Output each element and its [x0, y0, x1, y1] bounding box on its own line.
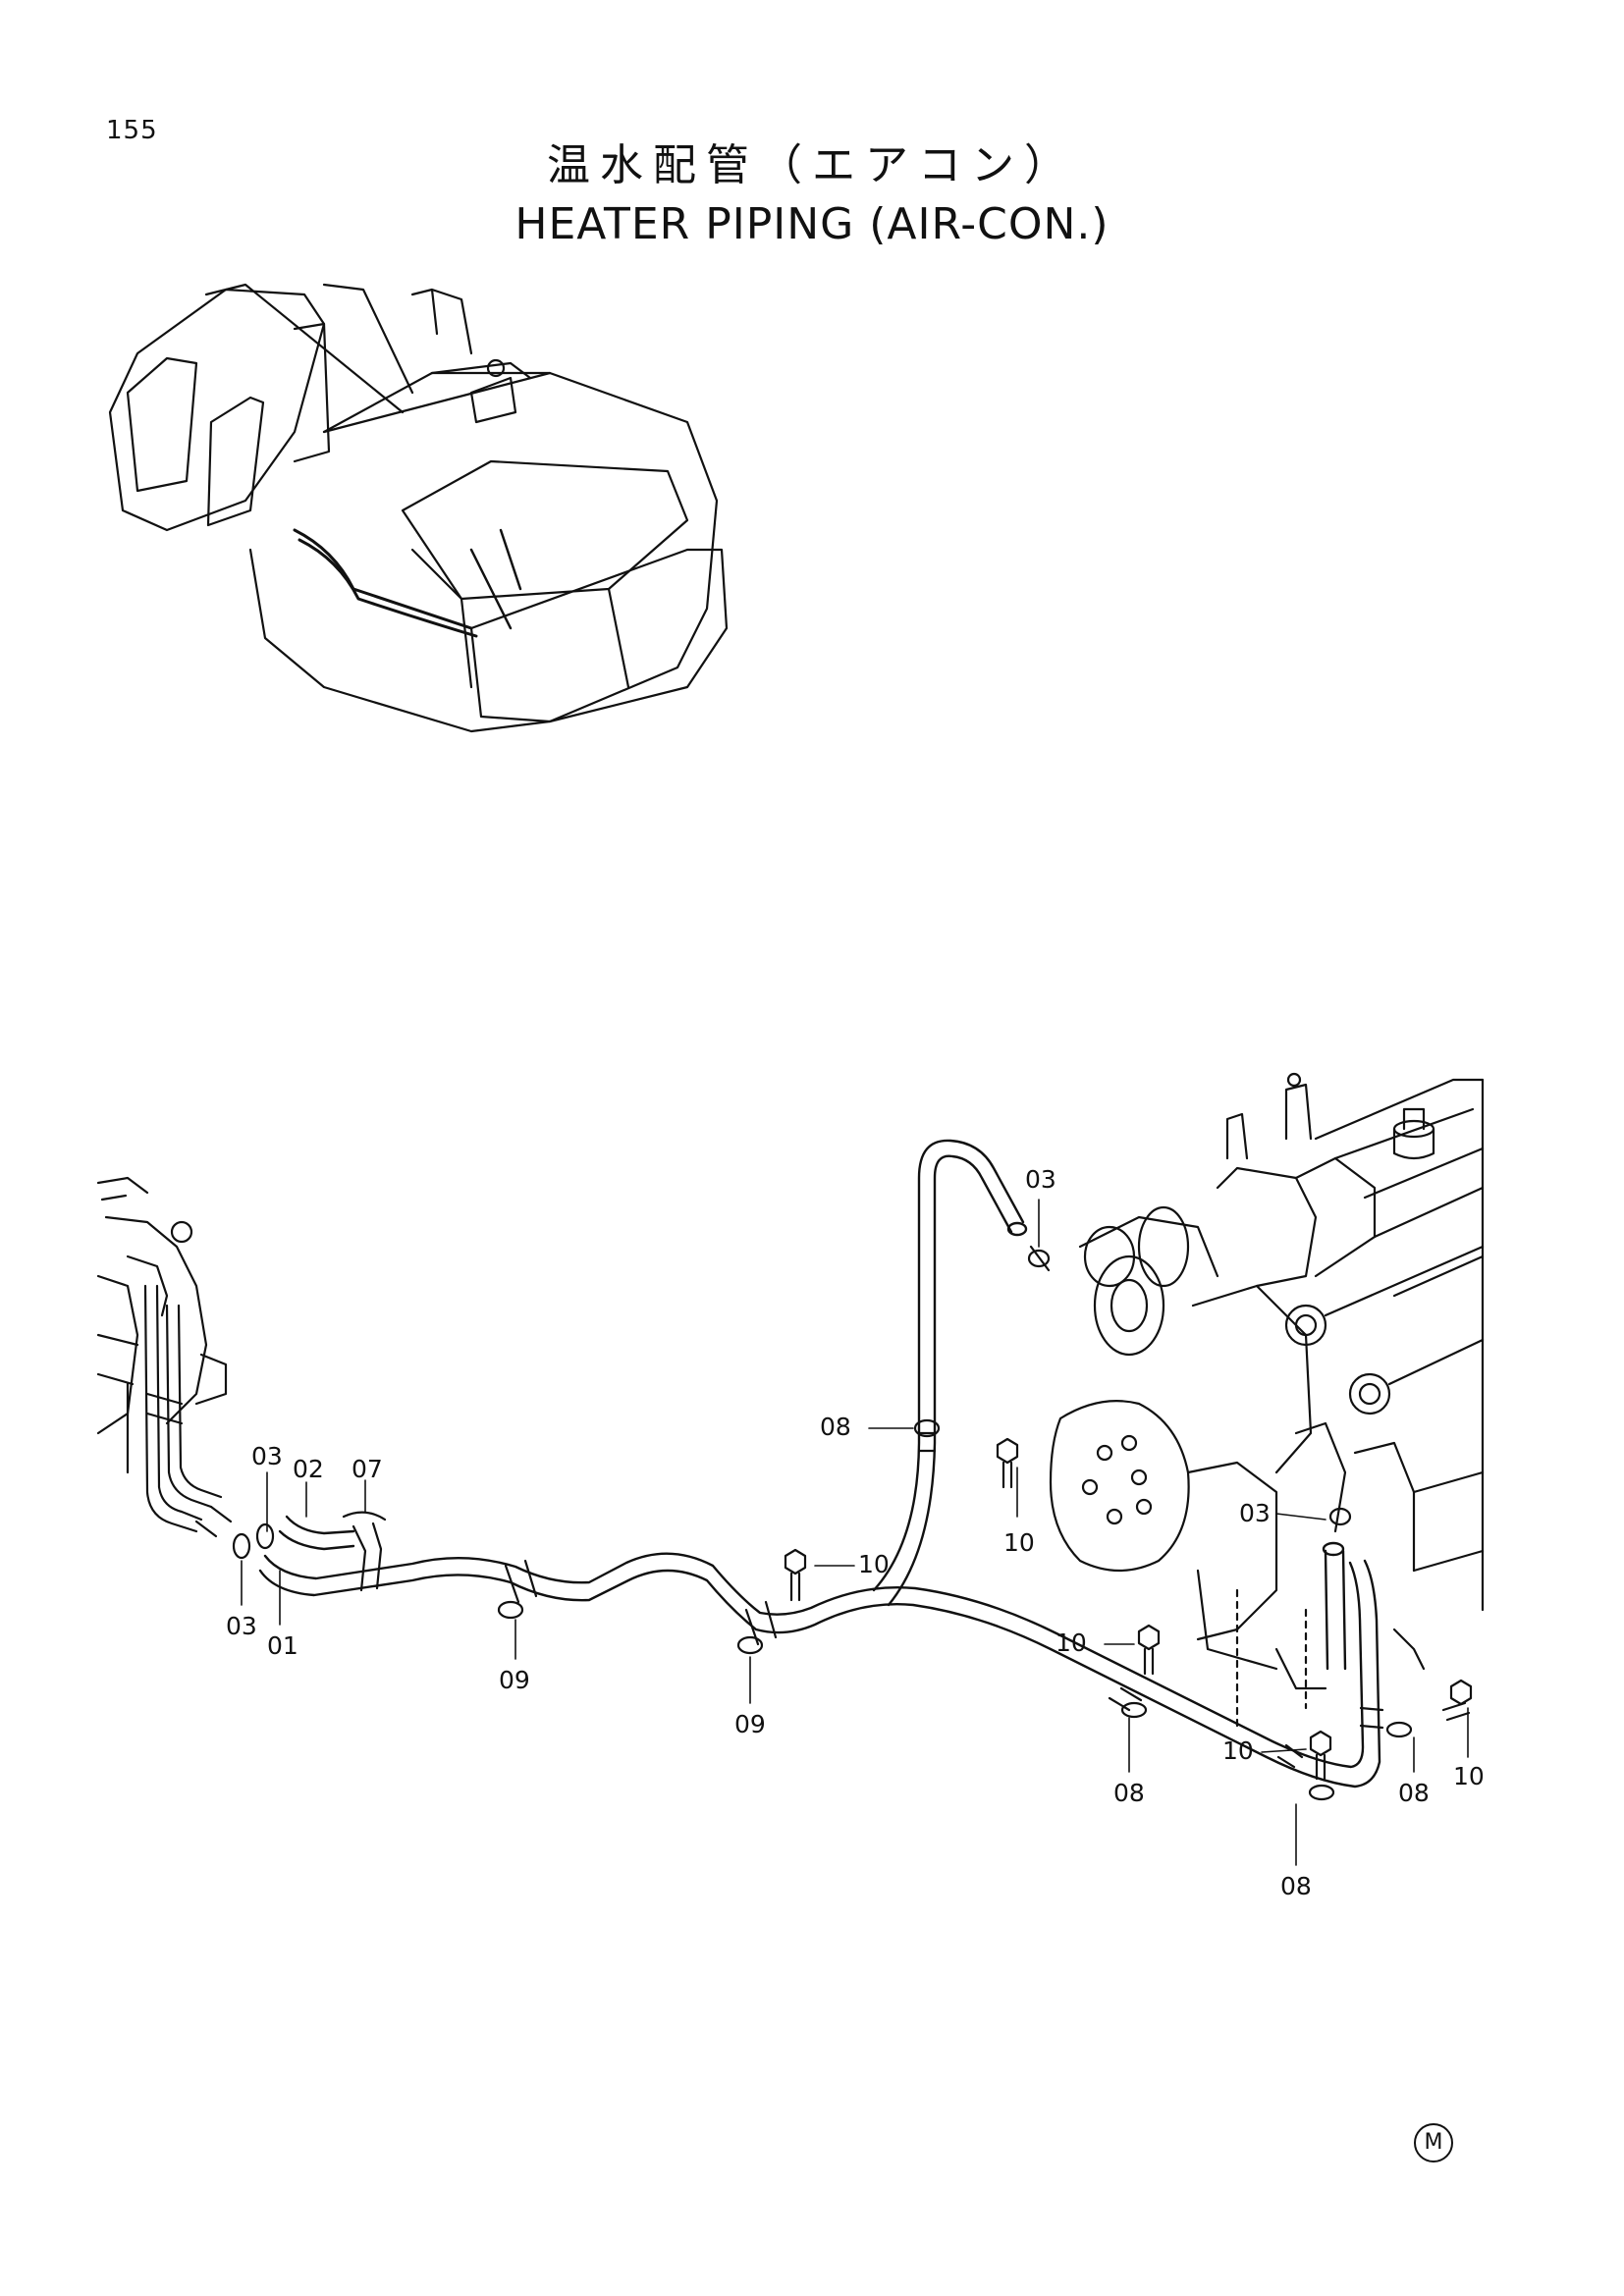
title-japanese: 温水配管（エアコン）: [547, 140, 1077, 190]
callout-leaders: [241, 1199, 1469, 1866]
callout-10: 10: [1003, 1528, 1035, 1557]
callout-01: 01: [267, 1631, 298, 1660]
page-number: 155: [106, 116, 158, 145]
callout-03: 03: [1239, 1499, 1271, 1527]
callout-08: 08: [1113, 1779, 1145, 1807]
manufacturer-mark: M: [1414, 2123, 1453, 2163]
page-title: 温水配管（エアコン） HEATER PIPING (AIR-CON.): [0, 137, 1624, 255]
callout-labels: 03 02 07 03 01 09 09 03 08 10 10 10 08 1…: [226, 1165, 1485, 1900]
flange-bolts: [784, 1437, 1473, 1781]
callout-08: 08: [1280, 1872, 1312, 1900]
callout-09: 09: [734, 1710, 766, 1738]
callout-10: 10: [1453, 1762, 1485, 1790]
callout-03: 03: [226, 1612, 257, 1640]
engine-drawing: [1049, 1072, 1485, 1730]
callout-10: 10: [1222, 1736, 1254, 1765]
callout-02: 02: [293, 1455, 324, 1483]
callout-10: 10: [858, 1550, 890, 1578]
title-english: HEATER PIPING (AIR-CON.): [514, 199, 1110, 249]
heater-unit-drawing: [96, 1176, 233, 1538]
callout-03: 03: [1025, 1165, 1056, 1194]
hose-clamps: [232, 1245, 1413, 1801]
callout-09: 09: [499, 1666, 530, 1694]
callout-07: 07: [352, 1455, 383, 1483]
callout-08: 08: [820, 1413, 851, 1441]
callout-03: 03: [251, 1442, 283, 1470]
excavator-overview-illustration: [108, 283, 729, 733]
heater-hose-main: [258, 1139, 1381, 1789]
callout-08: 08: [1398, 1779, 1430, 1807]
callout-10: 10: [1056, 1629, 1087, 1657]
